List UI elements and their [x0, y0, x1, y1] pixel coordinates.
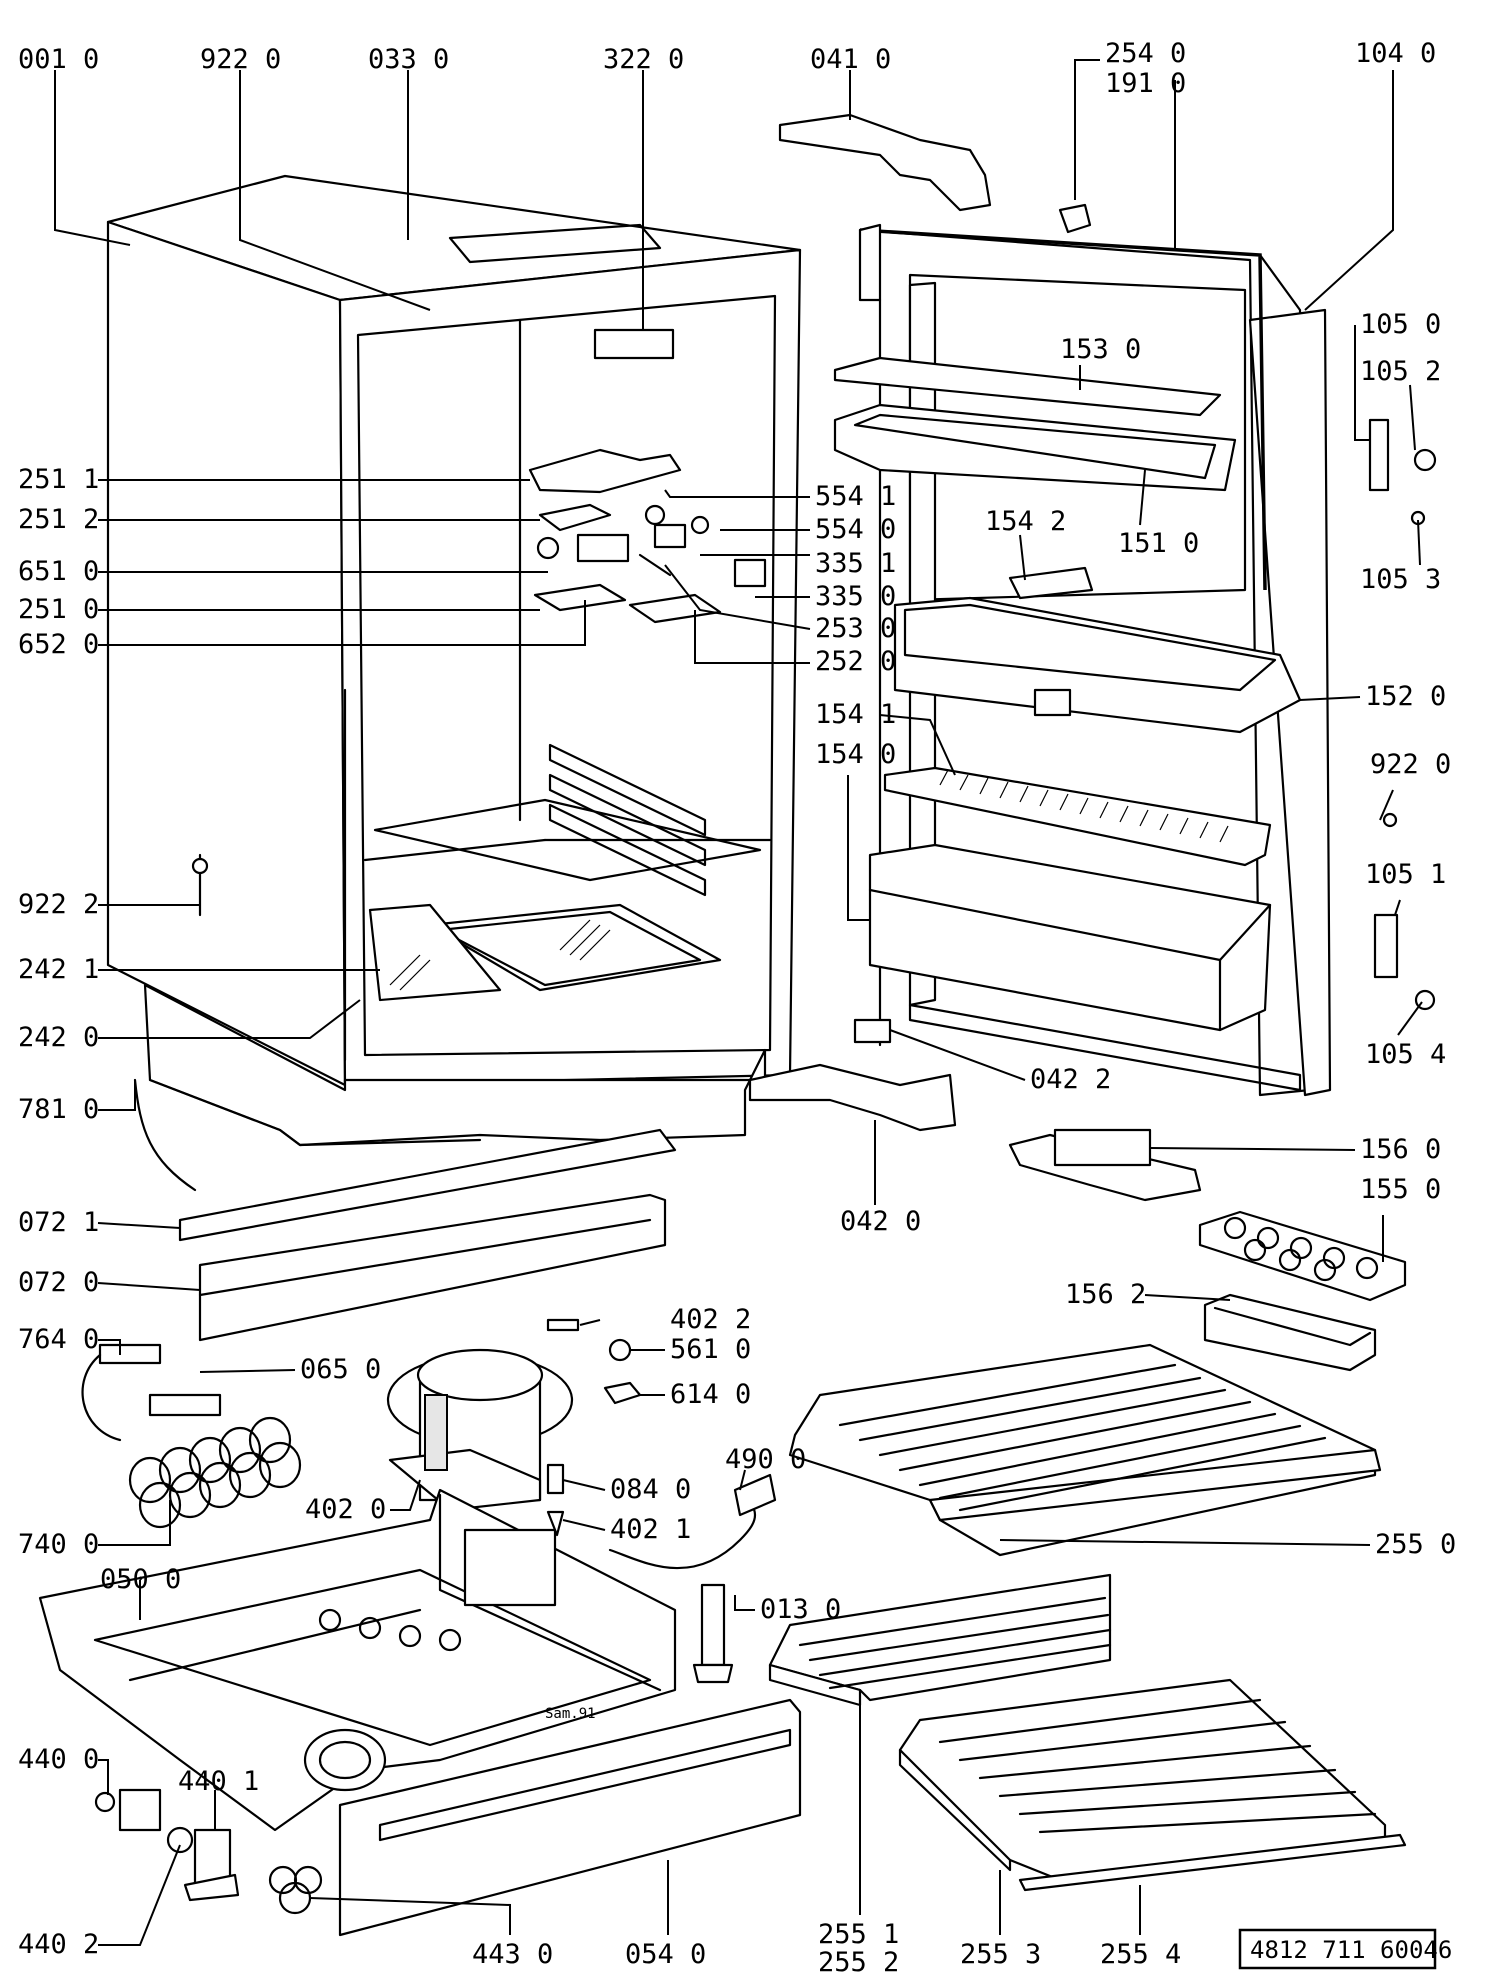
- callout-054-0: 054 0: [625, 1939, 706, 1970]
- callout-242-1: 242 1: [18, 954, 99, 985]
- callout-335-1: 335 1: [815, 548, 896, 579]
- callout-041-0: 041 0: [810, 44, 891, 75]
- callout-labels: 001 0 922 0 033 0 322 0 041 0 254 0 191 …: [18, 38, 1456, 1978]
- callout-440-2: 440 2: [18, 1929, 99, 1960]
- callout-440-0: 440 0: [18, 1744, 99, 1775]
- callout-440-1: 440 1: [178, 1766, 259, 1797]
- callout-253-0: 253 0: [815, 613, 896, 644]
- callout-922-2: 922 2: [18, 889, 99, 920]
- callout-042-0: 042 0: [840, 1206, 921, 1237]
- callout-050-0: 050 0: [100, 1564, 181, 1595]
- callout-251-1: 251 1: [18, 464, 99, 495]
- callout-651-0: 651 0: [18, 556, 99, 587]
- callout-242-0: 242 0: [18, 1022, 99, 1053]
- callout-156-2: 156 2: [1065, 1279, 1146, 1310]
- callout-554-0: 554 0: [815, 514, 896, 545]
- callout-402-1: 402 1: [610, 1514, 691, 1545]
- callout-614-0: 614 0: [670, 1379, 751, 1410]
- callout-255-4: 255 4: [1100, 1939, 1181, 1970]
- callout-652-0: 652 0: [18, 629, 99, 660]
- callout-105-0: 105 0: [1360, 309, 1441, 340]
- callout-105-3: 105 3: [1360, 564, 1441, 595]
- hinges: [748, 113, 992, 1132]
- callout-072-1: 072 1: [18, 1207, 99, 1238]
- callout-922-0-right: 922 0: [1370, 749, 1451, 780]
- leader-lines: [54, 59, 1423, 1946]
- callout-104-0: 104 0: [1355, 38, 1436, 69]
- callout-151-0: 151 0: [1118, 528, 1199, 559]
- callout-072-0: 072 0: [18, 1267, 99, 1298]
- callout-764-0: 764 0: [18, 1324, 99, 1355]
- callout-154-2: 154 2: [985, 506, 1066, 537]
- callout-335-0: 335 0: [815, 581, 896, 612]
- callout-490-0: 490 0: [725, 1444, 806, 1475]
- base-tray: Sam.91: [38, 1488, 802, 1937]
- part-number: 4812 711 60046: [1250, 1936, 1452, 1964]
- callout-781-0: 781 0: [18, 1094, 99, 1125]
- callout-105-1: 105 1: [1365, 859, 1446, 890]
- callout-554-1: 554 1: [815, 481, 896, 512]
- cooling-unit: [81, 1078, 777, 1684]
- callout-922-0-top: 922 0: [200, 44, 281, 75]
- callout-042-2: 042 2: [1030, 1064, 1111, 1095]
- callout-013-0: 013 0: [760, 1594, 841, 1625]
- callout-001-0: 001 0: [18, 44, 99, 75]
- callout-154-0: 154 0: [815, 739, 896, 770]
- callout-402-0: 402 0: [305, 1494, 386, 1525]
- callout-254-0: 254 0: [1105, 38, 1186, 69]
- callout-322-0: 322 0: [603, 44, 684, 75]
- door: [833, 203, 1437, 1097]
- callout-152-0: 152 0: [1365, 681, 1446, 712]
- callout-154-1: 154 1: [815, 699, 896, 730]
- part-number-box: 4812 711 60046: [1238, 1928, 1452, 1970]
- callout-065-0: 065 0: [300, 1354, 381, 1385]
- callout-251-0: 251 0: [18, 594, 99, 625]
- stamp-text: Sam.91: [545, 1706, 596, 1722]
- callout-740-0: 740 0: [18, 1529, 99, 1560]
- callout-402-2: 402 2: [670, 1304, 751, 1335]
- callout-105-2: 105 2: [1360, 356, 1441, 387]
- accessories: [1008, 1128, 1407, 1372]
- callout-255-0: 255 0: [1375, 1529, 1456, 1560]
- callout-084-0: 084 0: [610, 1474, 691, 1505]
- callout-191-0: 191 0: [1105, 68, 1186, 99]
- callout-255-3: 255 3: [960, 1939, 1041, 1970]
- glass-shelves: [768, 1343, 1407, 1892]
- callout-255-2: 255 2: [818, 1947, 899, 1978]
- callout-105-4: 105 4: [1365, 1039, 1446, 1070]
- callout-252-0: 252 0: [815, 646, 896, 677]
- callout-251-2: 251 2: [18, 504, 99, 535]
- callout-443-0: 443 0: [472, 1939, 553, 1970]
- callout-561-0: 561 0: [670, 1334, 751, 1365]
- callout-156-0: 156 0: [1360, 1134, 1441, 1165]
- callout-155-0: 155 0: [1360, 1174, 1441, 1205]
- callout-153-0: 153 0: [1060, 334, 1141, 365]
- cabinet: [106, 174, 802, 1147]
- callout-255-1: 255 1: [818, 1919, 899, 1950]
- callout-033-0: 033 0: [368, 44, 449, 75]
